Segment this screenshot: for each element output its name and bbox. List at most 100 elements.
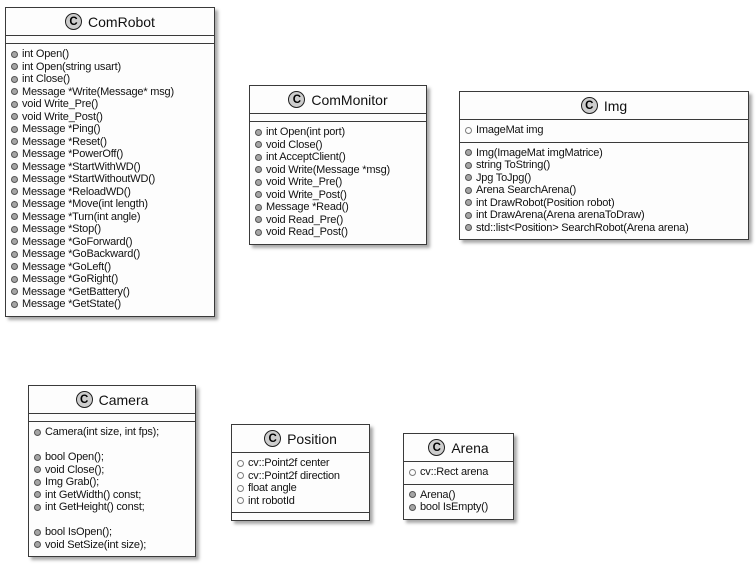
field-row: cv::Rect arena: [409, 466, 510, 479]
member-text: Camera(int size, int fps);: [45, 426, 160, 438]
method-row: void Close();: [34, 464, 192, 477]
method-row: Img(ImageMat imgMatrice): [465, 147, 745, 160]
method-visibility-icon: [409, 503, 416, 511]
method-row: Message *StartWithoutWD(): [11, 173, 211, 186]
method-row: void Write_Pre(): [255, 176, 423, 189]
method-row: int Open(string usart): [11, 61, 211, 74]
method-row: Message *GoLeft(): [11, 261, 211, 274]
fields-compartment: [29, 413, 195, 421]
method-visibility-icon: [11, 225, 18, 233]
class-icon: C: [288, 91, 306, 108]
method-visibility-icon: [11, 250, 18, 258]
methods-compartment: int Open() int Open(string usart) int Cl…: [6, 43, 214, 316]
method-visibility-icon: [255, 203, 262, 211]
spacer-row: [34, 439, 192, 452]
method-visibility-icon: [409, 491, 416, 499]
method-row: Arena SearchArena(): [465, 184, 745, 197]
member-text: void Read_Post(): [266, 226, 348, 238]
class-name: ComMonitor: [311, 91, 388, 108]
member-text: void SetSize(int size);: [45, 538, 147, 551]
method-row: Message *StartWithWD(): [11, 161, 211, 174]
method-visibility-icon: [11, 263, 18, 271]
method-visibility-icon: [34, 478, 41, 486]
method-visibility-icon: [34, 453, 41, 461]
method-visibility-icon: [11, 138, 18, 146]
fields-compartment: cv::Point2f center cv::Point2f direction…: [232, 452, 369, 512]
member-text: Message *StartWithoutWD(): [22, 173, 156, 185]
method-row: Message *GetBattery(): [11, 286, 211, 299]
method-visibility-icon: [11, 50, 18, 58]
method-row: Message *Stop(): [11, 223, 211, 236]
method-visibility-icon: [465, 161, 472, 169]
class-icon: C: [75, 391, 93, 408]
method-visibility-icon: [255, 191, 262, 199]
member-text: int Open(): [22, 48, 69, 60]
member-text: Img(ImageMat imgMatrice): [476, 146, 603, 159]
methods-compartment: Arena() bool IsEmpty(): [404, 483, 513, 519]
member-text: void Close();: [45, 463, 105, 476]
method-row: void Write_Pre(): [11, 98, 211, 111]
method-row: int GetHeight() const;: [34, 501, 192, 514]
class-icon: C: [264, 430, 282, 447]
member-text: Message *GoBackward(): [22, 248, 141, 260]
member-text: Message *PowerOff(): [22, 148, 124, 160]
method-row: std::list<Position> SearchRobot(Arena ar…: [465, 222, 745, 235]
member-text: int robotId: [248, 494, 295, 507]
method-row: Message *Write(Message* msg): [11, 86, 211, 99]
member-text: void Write_Pre(): [22, 98, 99, 110]
class-box-arena: C Arena cv::Rect arena Arena() bool IsEm…: [403, 433, 514, 520]
fields-compartment: ImageMat img: [460, 119, 748, 142]
field-visibility-icon: [237, 497, 244, 505]
class-name: ComRobot: [88, 13, 155, 30]
class-header: C Position: [232, 425, 369, 452]
member-text: int DrawRobot(Position robot): [476, 196, 615, 209]
member-text: float angle: [248, 482, 297, 494]
method-row: int Open(int port): [255, 126, 423, 139]
field-visibility-icon: [237, 459, 244, 467]
method-visibility-icon: [465, 174, 472, 182]
method-row: int Close(): [11, 73, 211, 86]
method-visibility-icon: [34, 503, 41, 511]
method-visibility-icon: [11, 88, 18, 96]
member-text: Img Grab();: [45, 476, 100, 488]
method-visibility-icon: [255, 178, 262, 186]
method-visibility-icon: [11, 188, 18, 196]
class-header: C Img: [460, 92, 748, 119]
field-row: cv::Point2f center: [237, 457, 366, 470]
method-row: int Open(): [11, 48, 211, 61]
method-visibility-icon: [11, 275, 18, 283]
method-visibility-icon: [34, 466, 41, 474]
method-row: Message *GoRight(): [11, 273, 211, 286]
member-text: Message *GoForward(): [22, 235, 133, 248]
field-visibility-icon: [237, 472, 244, 480]
member-text: Message *StartWithWD(): [22, 160, 141, 173]
method-row: void Write_Post(): [255, 189, 423, 202]
method-row: string ToString(): [465, 159, 745, 172]
spacer-row: [34, 514, 192, 527]
method-visibility-icon: [11, 75, 18, 83]
member-text: void Close(): [266, 138, 323, 151]
class-box-camera: C Camera Camera(int size, int fps); bool…: [28, 385, 196, 557]
method-visibility-icon: [255, 141, 262, 149]
member-text: int Open(int port): [266, 126, 345, 138]
class-header: C ComRobot: [6, 8, 214, 35]
member-text: int Open(string usart): [22, 60, 121, 73]
member-text: Message *Ping(): [22, 123, 101, 135]
field-visibility-icon: [409, 468, 416, 476]
method-row: int AcceptClient(): [255, 151, 423, 164]
method-visibility-icon: [255, 128, 262, 136]
fields-compartment: [250, 113, 426, 121]
field-row: ImageMat img: [465, 124, 745, 137]
method-row: Message *GoForward(): [11, 236, 211, 249]
method-visibility-icon: [465, 211, 472, 219]
method-row: int DrawArena(Arena arenaToDraw): [465, 209, 745, 222]
member-text: Arena(): [420, 488, 456, 501]
class-box-commonitor: C ComMonitor int Open(int port) void Clo…: [249, 85, 427, 245]
member-text: bool Open();: [45, 451, 104, 463]
member-text: Message *Reset(): [22, 135, 107, 148]
method-visibility-icon: [465, 199, 472, 207]
method-row: Message *GetState(): [11, 298, 211, 311]
method-row: Message *Read(): [255, 201, 423, 214]
member-text: int Close(): [22, 73, 70, 85]
